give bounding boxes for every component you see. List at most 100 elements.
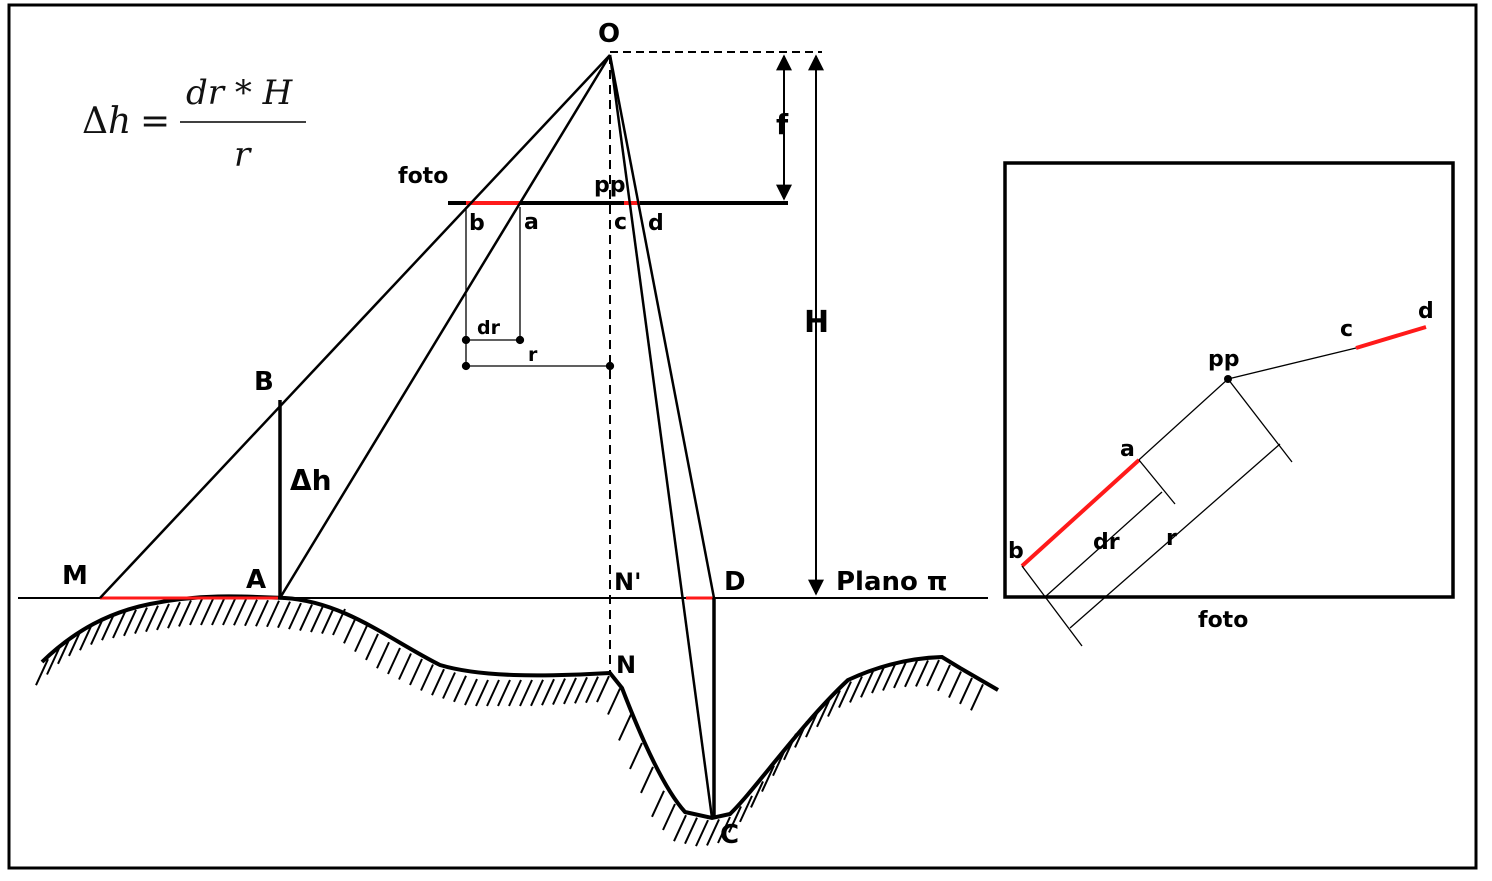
hatch-mark — [343, 616, 357, 644]
hatch-mark — [530, 679, 544, 707]
hatch-mark — [596, 675, 610, 703]
hatch-mark — [871, 666, 885, 694]
hatch-mark — [497, 679, 511, 707]
r-end-dot — [605, 361, 615, 371]
hatch-mark — [926, 659, 940, 687]
hatch-mark — [827, 690, 841, 717]
hatch-mark — [915, 660, 929, 687]
ray-O-A — [278, 54, 612, 599]
hatch-mark — [959, 677, 973, 705]
hatch-mark — [112, 611, 126, 639]
hatch-mark — [453, 675, 467, 703]
inset-perp-from-pp — [1227, 378, 1293, 463]
hatch-mark — [970, 683, 984, 711]
main-labels: O f H foto pp b a c d dr r B Δh M A N' D… — [62, 19, 948, 850]
hatch-mark — [508, 679, 522, 707]
hatch-mark — [541, 678, 555, 706]
hatch-mark — [288, 602, 302, 630]
hatch-mark — [662, 803, 676, 831]
hatch-mark — [728, 806, 742, 833]
label-N-prime: N' — [614, 568, 641, 596]
hatch-mark — [607, 688, 621, 715]
label-H: H — [804, 305, 829, 340]
label-O: O — [598, 19, 620, 49]
ray-O-M — [99, 54, 611, 599]
terrain-surface — [40, 594, 1000, 821]
terrain — [35, 594, 1000, 847]
hatch-mark — [35, 658, 49, 686]
label-plano-pi: Plano π — [836, 567, 948, 597]
hatch-mark — [354, 625, 368, 653]
hatch-mark — [442, 672, 456, 699]
hatch-mark — [860, 670, 874, 698]
label-f: f — [776, 108, 789, 141]
hatch-mark — [101, 613, 115, 641]
hatch-mark — [937, 664, 951, 692]
label-D: D — [724, 567, 746, 597]
inset-perp-from-a — [1138, 459, 1176, 505]
hatch-mark — [695, 819, 709, 847]
hatch-mark — [200, 598, 214, 626]
hatch-mark — [123, 609, 137, 637]
label-A: A — [246, 565, 266, 595]
projection-rays — [99, 54, 716, 819]
inset-dr-dimension — [1044, 491, 1163, 598]
outer-frame — [7, 3, 1478, 870]
hatch-mark — [222, 598, 236, 626]
hatch-mark — [486, 679, 500, 707]
label-b: b — [469, 211, 485, 236]
formula-numerator: dr * H — [186, 73, 294, 113]
inset-photo: d c pp a b dr r foto — [1003, 161, 1455, 647]
hatch-mark — [475, 679, 489, 707]
hatch-mark — [266, 600, 280, 628]
label-c: c — [614, 210, 627, 235]
label-r: r — [528, 344, 538, 366]
ray-O-C — [608, 54, 714, 819]
label-delta-h: Δh — [290, 464, 332, 497]
hatch-mark — [134, 607, 148, 635]
hatch-mark — [178, 600, 192, 627]
hatch-mark — [893, 661, 907, 689]
hatch-mark — [739, 795, 753, 823]
inset-label-a: a — [1120, 437, 1135, 462]
formula: Δ h = dr * H r — [82, 73, 306, 175]
inset-label-pp: pp — [1208, 347, 1240, 372]
hatch-mark — [376, 641, 390, 669]
inset-r-dimension — [1069, 443, 1281, 629]
hatch-mark — [882, 664, 896, 691]
hatch-mark — [189, 598, 203, 626]
hatch-mark — [904, 660, 918, 688]
inset-label-b: b — [1008, 539, 1024, 564]
inset-label-foto: foto — [1198, 608, 1248, 633]
hatch-mark — [816, 700, 830, 728]
hatch-mark — [618, 713, 632, 741]
hatch-mark — [310, 605, 324, 633]
inset-label-d: d — [1418, 299, 1434, 324]
hatch-mark — [156, 603, 170, 631]
hatch-mark — [90, 618, 104, 646]
inset-label-dr: dr — [1093, 530, 1120, 555]
inset-perp-from-b — [1021, 565, 1083, 647]
hatch-mark — [233, 598, 247, 626]
hatch-mark — [750, 781, 764, 808]
hatch-mark — [211, 598, 225, 626]
hatch-mark — [585, 676, 599, 704]
inset-photo-frame — [1003, 161, 1455, 599]
hatch-mark — [365, 633, 379, 661]
hatch-mark — [244, 599, 258, 627]
hatch-mark — [398, 653, 412, 680]
hatch-mark — [464, 678, 478, 706]
r-start-dot — [461, 361, 471, 371]
formula-delta: Δ — [82, 101, 108, 142]
hatch-mark — [409, 658, 423, 686]
formula-lhs-var: h — [108, 101, 131, 142]
hatch-mark — [651, 790, 665, 818]
hatch-mark — [761, 765, 775, 792]
inset-segment-ba — [1020, 458, 1141, 568]
inset-radial-pp-c — [1227, 347, 1357, 380]
hatch-mark — [431, 668, 445, 696]
hatch-mark — [640, 766, 654, 794]
label-M: M — [62, 561, 88, 591]
hatch-mark — [574, 676, 588, 704]
